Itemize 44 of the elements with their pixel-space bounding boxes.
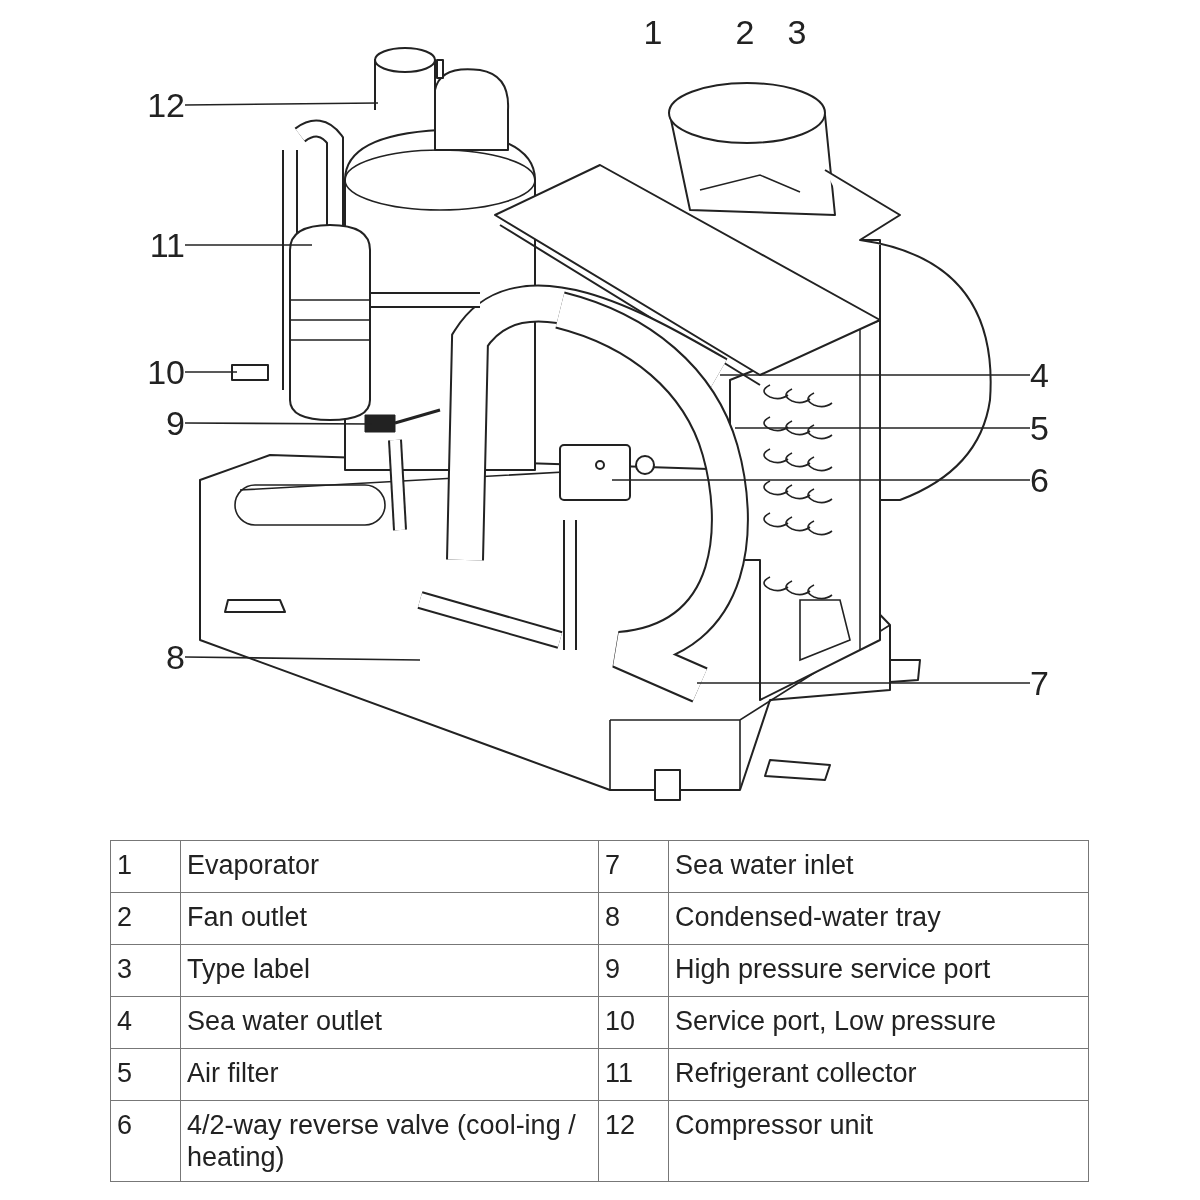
callout-number: 4	[1030, 355, 1090, 395]
callout-number: 2	[735, 12, 755, 52]
leader-line	[184, 656, 421, 661]
item-number: 7	[605, 849, 621, 881]
part-name: Air filter	[187, 1057, 279, 1089]
item-number: 2	[117, 901, 133, 933]
item-number: 12	[605, 1109, 636, 1141]
leader-line	[184, 371, 238, 373]
callout-number: 11	[125, 225, 185, 265]
leader-line	[611, 479, 1031, 481]
part-name: Type label	[187, 953, 311, 985]
part-name: Fan outlet	[187, 901, 308, 933]
leader-line	[184, 102, 379, 106]
callout-number: 9	[125, 403, 185, 443]
part-name: Sea water inlet	[675, 849, 854, 881]
item-number: 9	[605, 953, 621, 985]
callout-number: 6	[1030, 460, 1090, 500]
callout-number: 7	[1030, 663, 1090, 703]
item-number: 11	[605, 1057, 634, 1089]
item-number: 10	[605, 1005, 636, 1037]
callout-number: 12	[125, 85, 185, 125]
item-number: 4	[117, 1005, 133, 1037]
part-name: 4/2-way reverse valve (cool-ing / heating)	[187, 1109, 577, 1173]
callout-number: 1	[643, 12, 663, 52]
callout-number: 3	[787, 12, 807, 52]
leader-line	[734, 427, 1031, 429]
part-name: Refrigerant collector	[675, 1057, 917, 1089]
leader-line	[719, 374, 1031, 376]
item-number: 5	[117, 1057, 133, 1089]
part-name: Compressor unit	[675, 1109, 874, 1141]
item-number: 1	[117, 849, 133, 881]
callout-number: 5	[1030, 408, 1090, 448]
callout-number: 10	[125, 352, 185, 392]
part-name: Condensed-water tray	[675, 901, 941, 933]
item-number: 6	[117, 1109, 133, 1141]
item-number: 8	[605, 901, 621, 933]
part-name: Evaporator	[187, 849, 320, 881]
item-number: 3	[117, 953, 133, 985]
leader-line	[184, 244, 313, 246]
leader-line	[696, 682, 1031, 684]
part-name: High pressure service port	[675, 953, 991, 985]
part-name: Service port, Low pressure	[675, 1005, 997, 1037]
callout-number: 8	[125, 637, 185, 677]
part-name: Sea water outlet	[187, 1005, 383, 1037]
